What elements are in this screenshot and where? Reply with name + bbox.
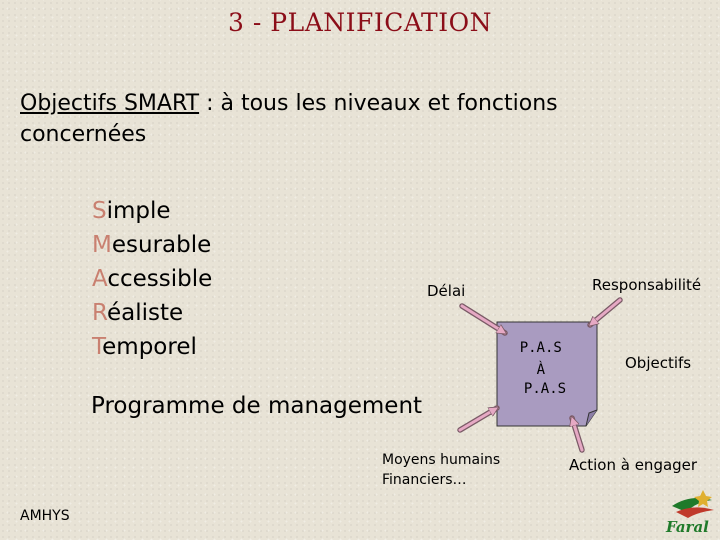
smart-objectives-label: Objectifs SMART xyxy=(20,91,200,116)
footer-author: AMHYS xyxy=(20,508,70,524)
smart-item-accessible: Accessible xyxy=(92,266,213,292)
smart-item-simple: Simple xyxy=(92,198,171,224)
smart-item-temporel: Temporel xyxy=(92,334,197,360)
page-title: 3 - PLANIFICATION xyxy=(228,8,492,37)
pas-text: P.A.S À P.A.S xyxy=(520,340,571,397)
moyens-line-2: Financiers… xyxy=(382,472,467,488)
pas-line-2: À xyxy=(537,361,546,378)
action-label: Action à engager xyxy=(569,456,698,474)
subtitle-rest: : à tous les niveaux et fonctions concer… xyxy=(20,91,558,147)
smart-item-mesurable: Mesurable xyxy=(92,232,212,258)
pas-line-3: P.A.S xyxy=(524,381,566,397)
subtitle: Objectifs SMART : à tous les niveaux et … xyxy=(20,88,640,150)
objectifs-label: Objectifs xyxy=(625,354,692,372)
moyens-line-1: Moyens humains xyxy=(382,452,501,468)
faral-logo-text: Faral xyxy=(666,518,709,536)
moyens-label: Moyens humains Financiers… xyxy=(382,450,500,490)
responsabilite-label: Responsabilité xyxy=(592,276,702,294)
delai-label: Délai xyxy=(427,282,466,300)
smart-list: Simple Mesurable Accessible Réaliste Tem… xyxy=(92,194,212,364)
pas-line-1: P.A.S xyxy=(520,340,562,356)
faral-logo-icon xyxy=(672,490,714,518)
programme-label: Programme de management xyxy=(91,393,423,419)
smart-item-realiste: Réaliste xyxy=(92,300,184,326)
